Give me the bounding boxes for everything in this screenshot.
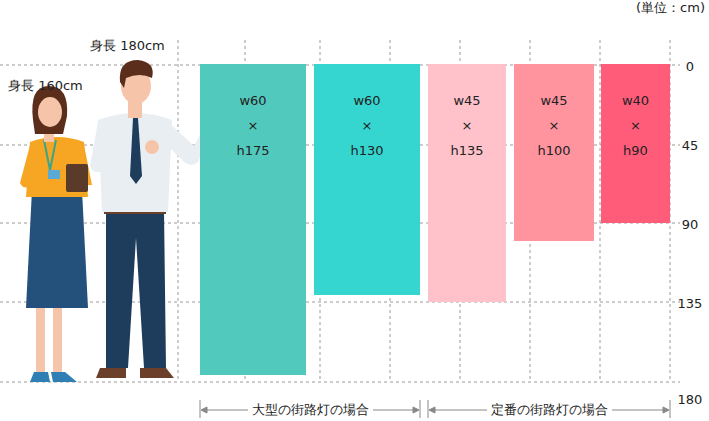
- grid-lines: [0, 40, 680, 382]
- height-label: 身長 180cm: [90, 38, 165, 54]
- size-bar: w60 × h175: [200, 64, 306, 375]
- size-text: w60 × h130: [350, 88, 383, 163]
- scale-number: 180: [678, 392, 703, 408]
- scale-number: 135: [678, 296, 703, 312]
- range-label: 定番の街路灯の場合: [487, 402, 612, 418]
- size-bar: w60 × h130: [314, 64, 420, 295]
- size-text: w45 × h135: [450, 88, 483, 163]
- man-figure: [90, 60, 218, 378]
- scale-number: 0: [686, 59, 694, 75]
- range-label: 大型の街路灯の場合: [248, 402, 373, 418]
- unit-note: (単位：cm): [636, 0, 705, 16]
- height-label: 身長 160cm: [8, 78, 83, 94]
- size-bar: w40 × h90: [601, 64, 670, 223]
- scale-number: 45: [682, 138, 699, 154]
- size-bar: w45 × h100: [514, 64, 594, 241]
- scale-number: 90: [682, 217, 699, 233]
- size-bar: w45 × h135: [428, 64, 506, 302]
- size-text: w60 × h175: [236, 88, 269, 163]
- woman-figure: [20, 86, 92, 382]
- size-text: w45 × h100: [537, 88, 570, 163]
- range-brackets: [200, 400, 670, 418]
- size-text: w40 × h90: [622, 88, 649, 163]
